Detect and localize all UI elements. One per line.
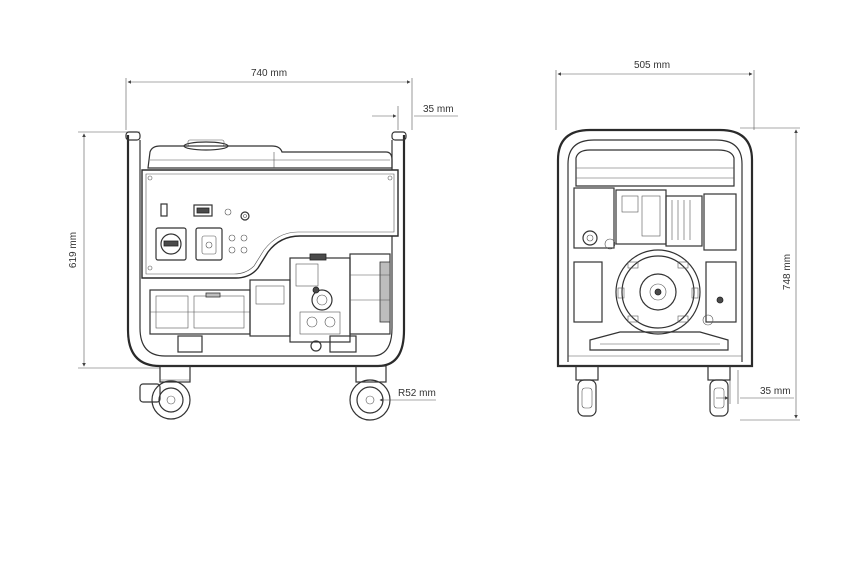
side-tank <box>575 149 735 187</box>
control-panel <box>141 169 399 279</box>
front-left-wheel <box>139 365 191 420</box>
wheel-radius-label: R52 mm <box>398 388 436 399</box>
side-left-wheel <box>575 365 599 417</box>
front-view: 740 mm 35 mm 619 mm <box>68 68 458 421</box>
side-width-dimension: 505 mm <box>555 60 755 130</box>
side-width-label: 505 mm <box>634 60 670 71</box>
front-offset-dimension: 35 mm <box>372 104 458 130</box>
front-offset-label: 35 mm <box>423 104 454 115</box>
side-right-wheel <box>707 365 731 417</box>
side-flywheel <box>589 238 729 351</box>
side-height-dimension: 748 mm <box>740 127 800 421</box>
side-view: 505 mm 748 mm 35 mm <box>555 60 800 421</box>
side-height-label: 748 mm <box>782 254 793 290</box>
engine-block <box>149 253 391 353</box>
front-width-label: 740 mm <box>251 68 287 79</box>
front-right-wheel <box>349 365 391 421</box>
side-offset-label: 35 mm <box>760 386 791 397</box>
front-height-label: 619 mm <box>68 232 79 268</box>
wheel-radius-dimension: R52 mm <box>379 388 436 402</box>
front-frame <box>125 131 407 368</box>
front-width-dimension: 740 mm <box>125 68 413 130</box>
fuel-tank <box>147 139 393 169</box>
side-engine <box>573 187 737 323</box>
